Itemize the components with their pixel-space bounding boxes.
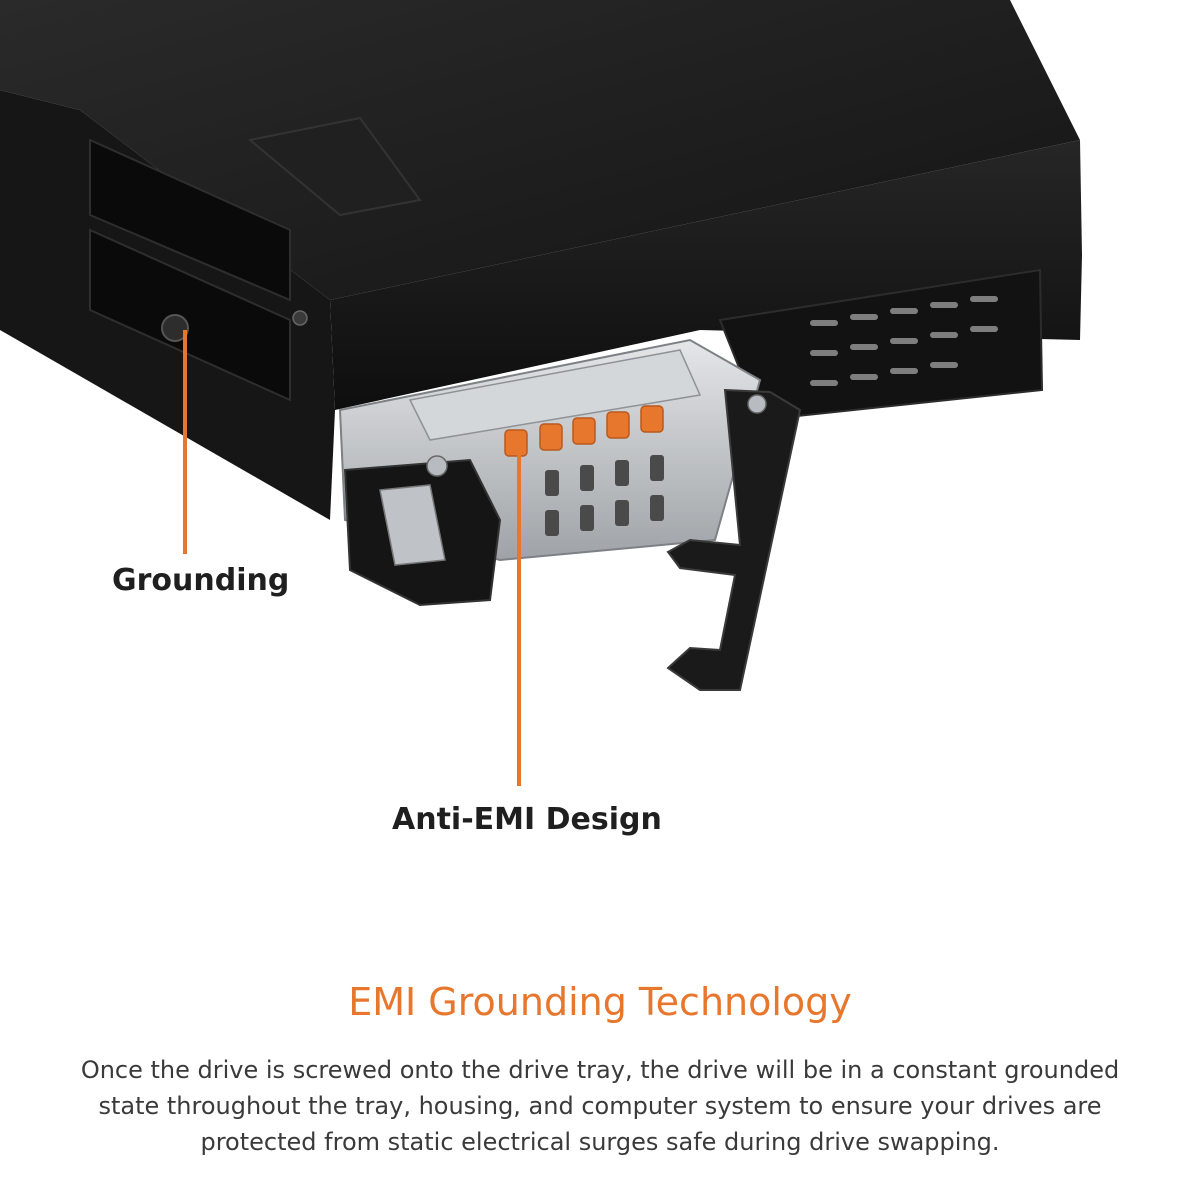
description-line: state throughout the tray, housing, and …	[98, 1092, 1102, 1120]
section-description: Once the drive is screwed onto the drive…	[60, 1052, 1140, 1160]
description-line: Once the drive is screwed onto the drive…	[80, 1056, 1120, 1084]
tray-latch-handle	[666, 388, 802, 691]
anti-emi-springs	[504, 405, 664, 457]
anti-emi-label: Anti-EMI Design	[392, 802, 662, 837]
anti-emi-callout-line	[517, 440, 521, 786]
grounding-label: Grounding	[112, 563, 290, 598]
grounding-screw	[161, 314, 189, 342]
grounding-callout-line	[183, 330, 187, 554]
section-title: EMI Grounding Technology	[348, 980, 852, 1024]
top-pull-tab	[247, 116, 422, 217]
enclosure-front	[330, 140, 1082, 410]
product-photo	[0, 0, 1082, 691]
description-line: protected from static electrical surges …	[200, 1128, 1000, 1156]
